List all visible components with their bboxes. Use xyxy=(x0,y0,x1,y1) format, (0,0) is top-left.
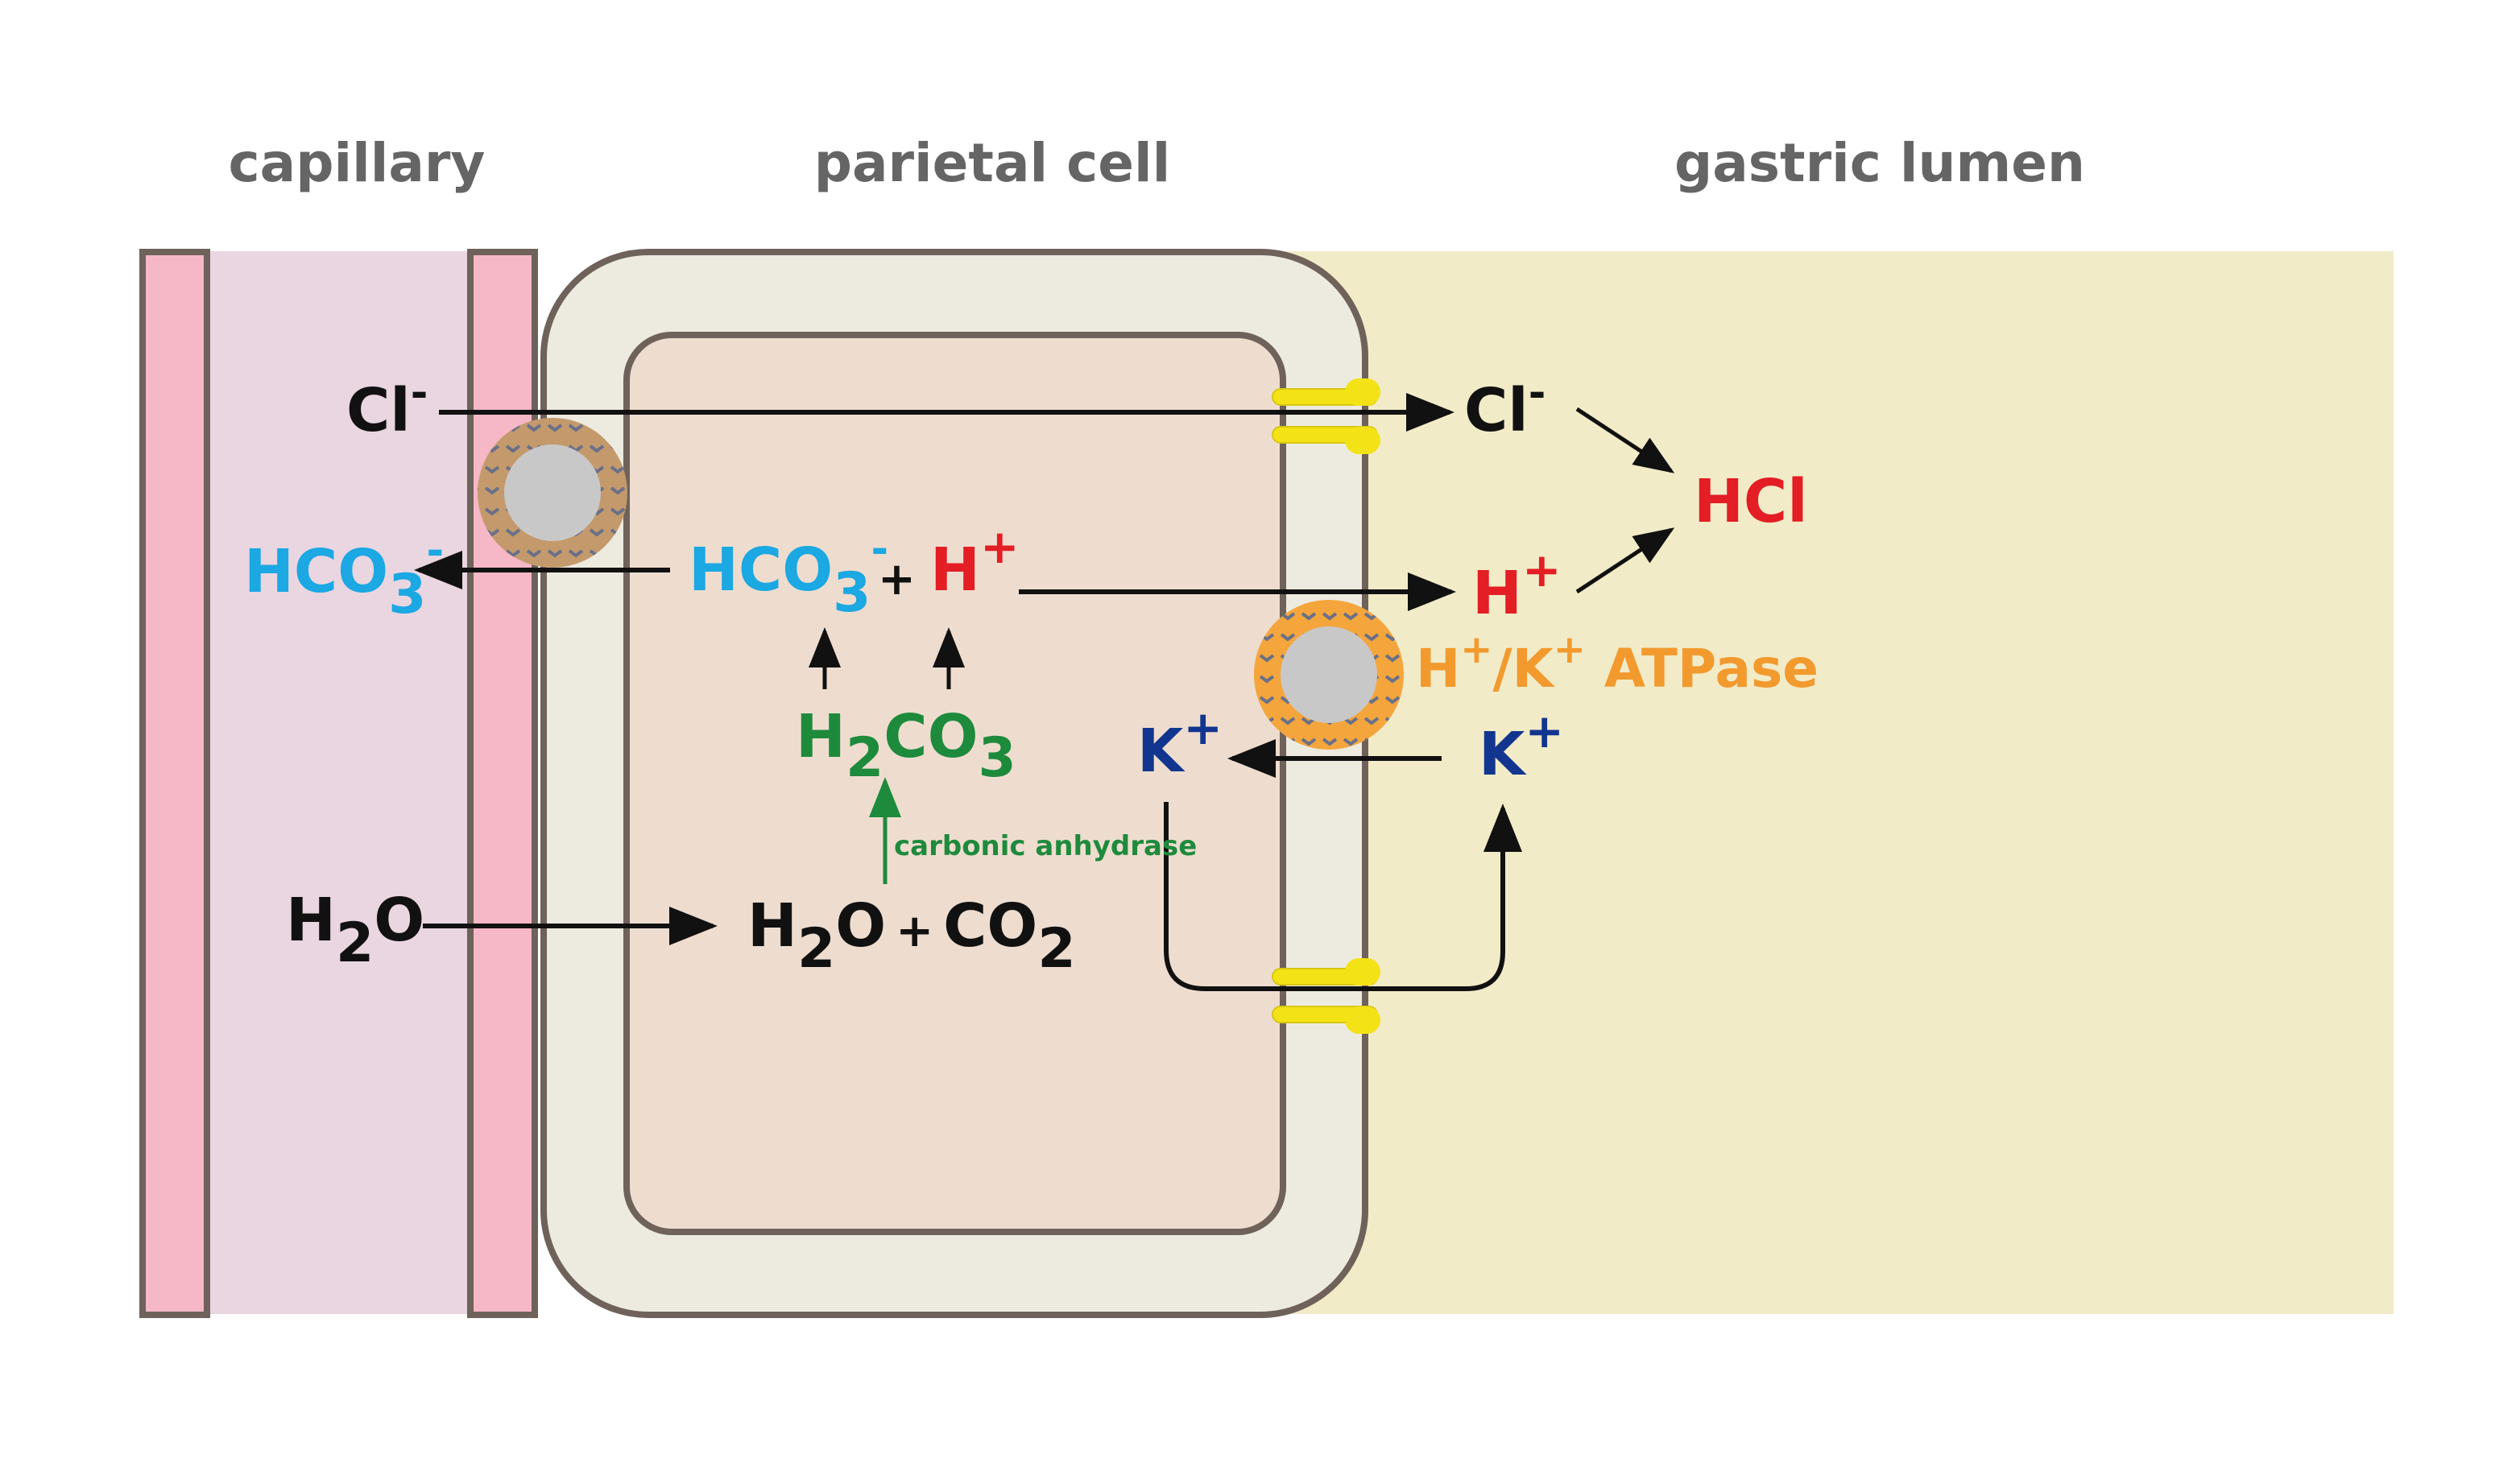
lumen-potassium-label: K+ xyxy=(1479,704,1564,789)
cell-bicarbonate-label: HCO3- xyxy=(689,525,888,625)
gastric-lumen-title: gastric lumen xyxy=(1674,132,2085,194)
water-co2-reactants-label: H2O+CO2 xyxy=(747,891,1076,981)
capillary-chloride-label: Cl- xyxy=(346,369,428,445)
parietal-cell-cytoplasm xyxy=(623,332,1286,1235)
capillary-lumen-region xyxy=(208,251,470,1314)
lumen-chloride-label: Cl- xyxy=(1464,369,1546,445)
capillary-title: capillary xyxy=(229,132,486,194)
capillary-bicarbonate-label: HCO3- xyxy=(244,527,444,626)
potassium-channel xyxy=(1272,958,1380,1034)
hcl-label: HCl xyxy=(1694,467,1808,536)
cell-plus-sign: + xyxy=(878,553,916,605)
capillary-water-label: H2O xyxy=(286,886,424,975)
arrow-proton-to-hcl xyxy=(1575,527,1675,594)
atpase-label: H+/K+ ATPase xyxy=(1416,627,1819,700)
proton-potassium-pump xyxy=(1254,600,1404,750)
capillary-wall-left xyxy=(139,249,210,1318)
chloride-channel xyxy=(1272,378,1380,454)
arrow-chloride-to-hcl xyxy=(1575,407,1675,473)
cell-potassium-label: K+ xyxy=(1137,701,1223,786)
carbonic-acid-label: H2CO3 xyxy=(796,702,1016,790)
cell-proton-label: H+ xyxy=(930,519,1020,605)
parietal-cell-title: parietal cell xyxy=(814,132,1171,194)
chloride-bicarbonate-exchanger xyxy=(478,418,627,568)
carbonic-anhydrase-label: carbonic anhydrase xyxy=(894,830,1197,862)
gastric-lumen-region xyxy=(1208,251,2394,1314)
arrow-potassium-recycling xyxy=(1164,802,1522,991)
lumen-proton-label: H+ xyxy=(1472,543,1562,628)
